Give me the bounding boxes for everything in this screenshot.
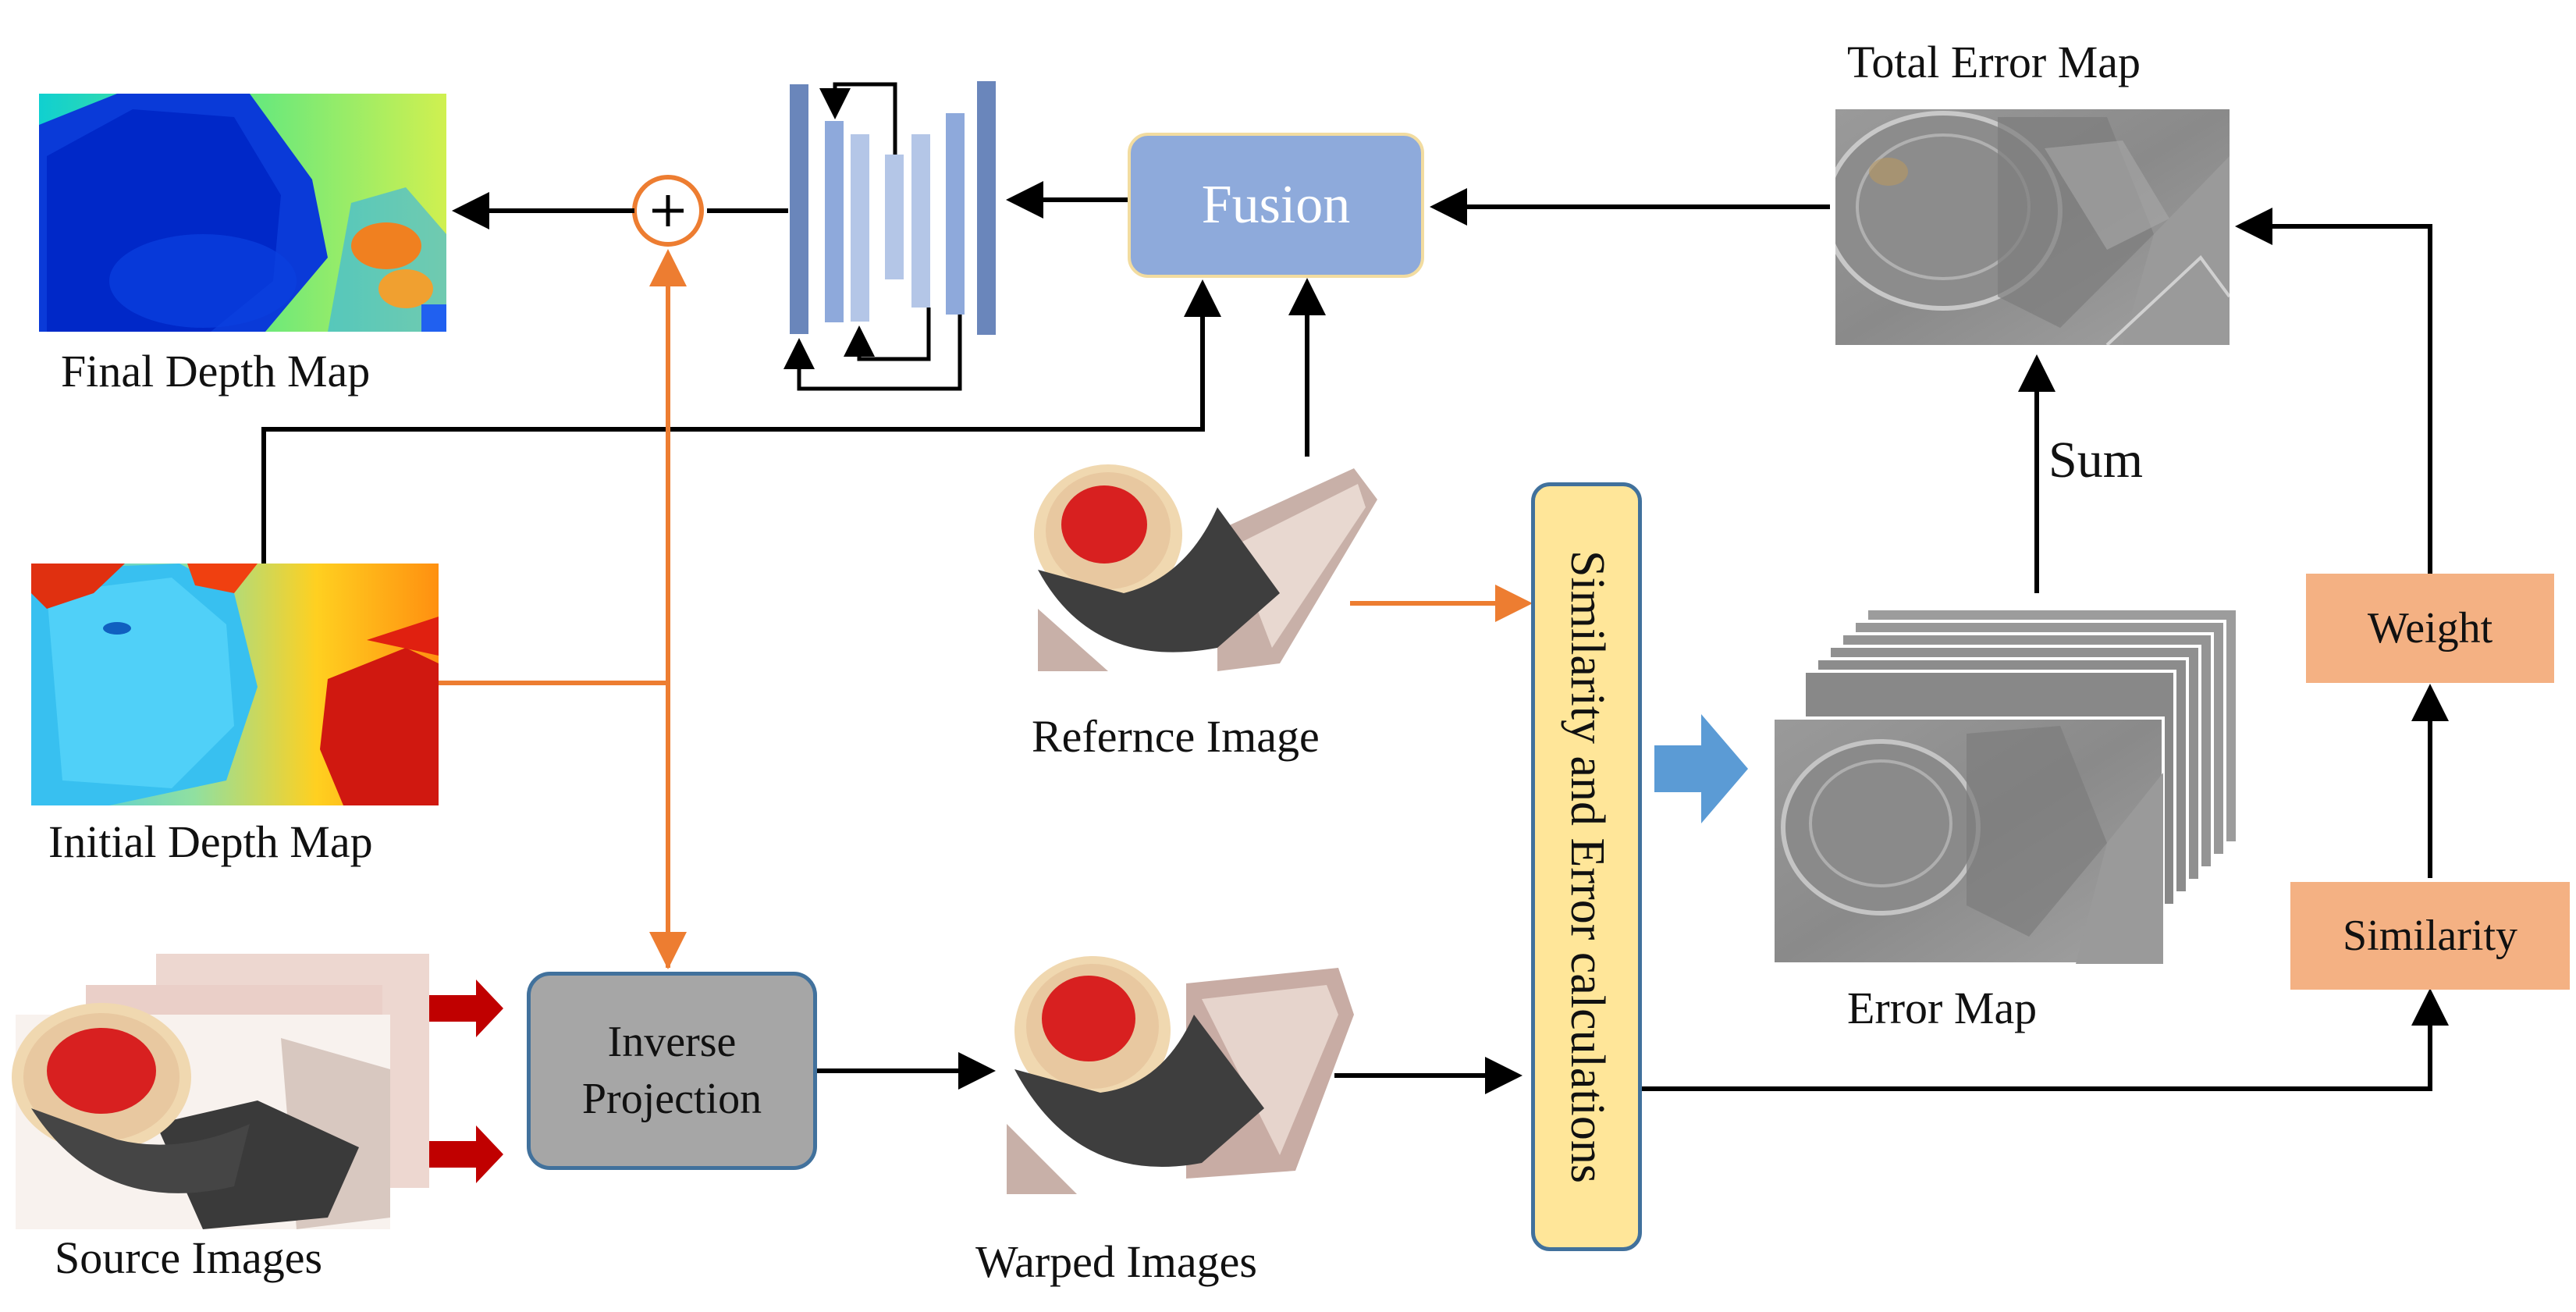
final-depth-map-image [39, 94, 446, 332]
initial-depth-map-label: Initial Depth Map [48, 816, 373, 867]
final-depth-map-label: Final Depth Map [61, 346, 371, 396]
blue-block-arrow [1654, 714, 1748, 823]
error-map-stack [1771, 607, 2239, 965]
inverse-projection-line1: Inverse [607, 1018, 737, 1067]
inverse-projection-line2: Projection [581, 1075, 762, 1123]
error-map-label: Error Map [1847, 983, 2038, 1033]
unet-icon [783, 81, 996, 391]
similarity-block: Similarity [2290, 882, 2570, 990]
weight-block: Weight [2306, 574, 2554, 683]
initial-depth-map-image [31, 564, 439, 805]
source-images-label: Source Images [55, 1232, 323, 1283]
sum-label: Sum [2048, 432, 2144, 489]
total-error-map-label: Total Error Map [1847, 37, 2141, 87]
source-images-stack [12, 954, 429, 1229]
red-block-arrows [429, 980, 503, 1183]
fusion-block: Fusion [1128, 133, 1424, 278]
warped-images-label: Warped Images [975, 1236, 1257, 1287]
black-connectors [261, 181, 2449, 1094]
reference-image [1034, 460, 1377, 671]
total-error-map-image [1835, 109, 2230, 345]
inverse-projection-block: Inverse Projection [527, 972, 817, 1170]
reference-image-label: Refernce Image [1032, 711, 1320, 762]
warped-images [1007, 956, 1354, 1194]
similarity-error-calculation-block: Similarity and Error calculations [1531, 482, 1642, 1251]
circle-plus-icon [632, 175, 704, 247]
orange-connectors [439, 249, 1533, 969]
similarity-error-calculation-text: Similarity and Error calculations [1560, 550, 1614, 1183]
